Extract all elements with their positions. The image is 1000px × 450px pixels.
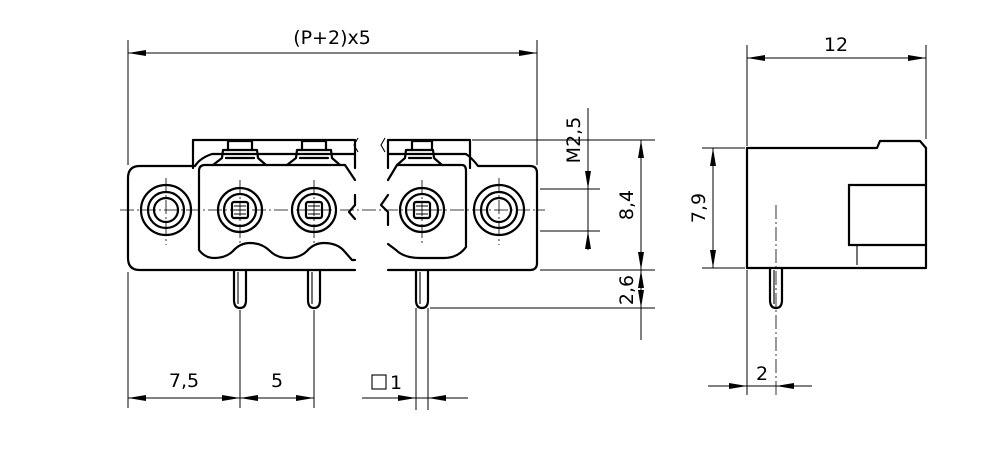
clamp-top-3 (395, 139, 444, 167)
break-line-left (347, 193, 357, 221)
label-pin-offset: 2 (756, 363, 768, 385)
break-line-right (379, 193, 390, 227)
plug-body-left (197, 163, 357, 262)
label-pin-length: 2,6 (616, 275, 638, 305)
clamp-top-1 (211, 139, 268, 167)
body-outline-right (386, 152, 539, 272)
side-body-outline (745, 139, 928, 270)
label-height-84: 8,4 (616, 190, 638, 220)
break-mark-top-left (353, 137, 359, 153)
label-depth: 12 (824, 34, 848, 56)
label-overall-width: (P+2)x5 (293, 27, 371, 49)
label-height-79: 7,9 (688, 193, 710, 223)
break-mark-top-right (380, 137, 386, 153)
body-outline-left (126, 152, 357, 272)
pin-1 (232, 268, 248, 310)
pin-2 (306, 268, 322, 310)
side-dimensions: 12 7,9 2 (688, 34, 927, 395)
front-view (120, 137, 545, 310)
square-section-icon (371, 374, 387, 390)
side-pin (768, 266, 784, 310)
label-pin-square: 1 (390, 372, 402, 394)
side-view (745, 139, 928, 395)
pin-3 (414, 268, 430, 310)
plug-body-right (386, 163, 468, 260)
front-dimensions: (P+2)x5 7,5 5 1 M2,5 8,4 (127, 27, 655, 410)
label-pitch: 5 (271, 370, 283, 392)
clamp-top-2 (285, 139, 342, 167)
label-edge-to-pin: 7,5 (169, 370, 199, 392)
label-screw: M2,5 (563, 117, 585, 164)
